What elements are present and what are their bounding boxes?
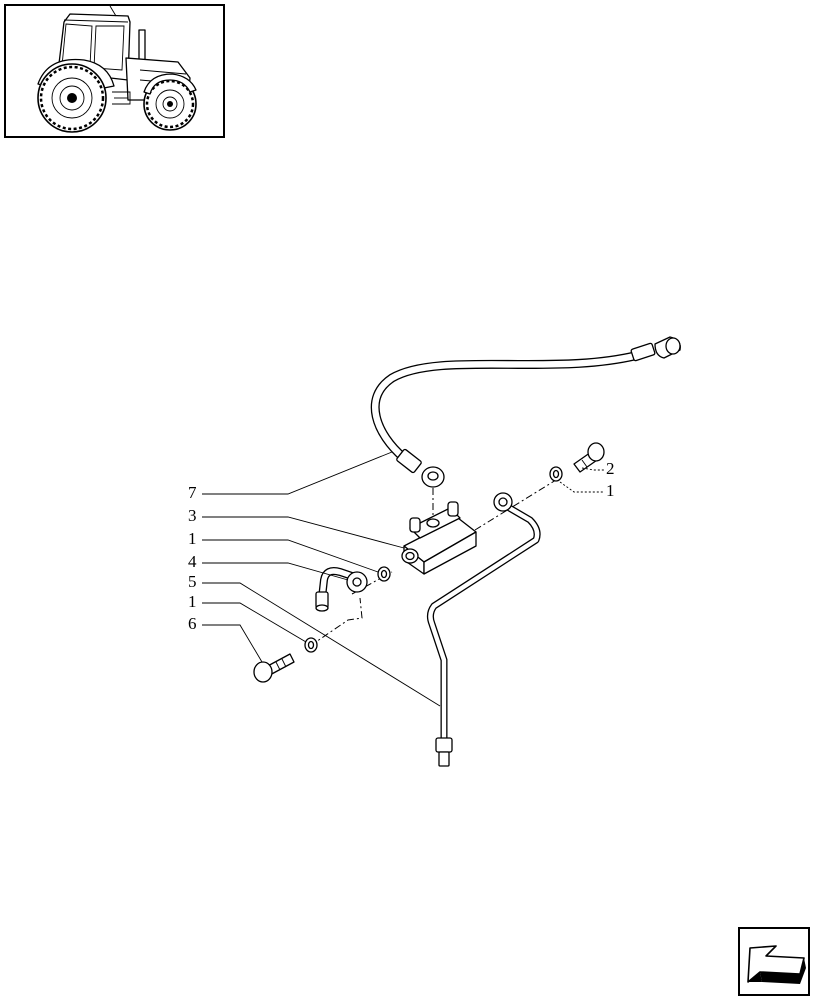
callout-1-bolt: 1 xyxy=(188,592,197,611)
callout-5: 5 xyxy=(188,572,197,591)
part-1-washer-right-inner xyxy=(552,469,560,479)
part-2-banjo-bolt xyxy=(573,442,605,473)
tractor-thumbnail xyxy=(4,4,225,138)
callout-1-right: 1 xyxy=(606,481,615,500)
part-4-pipe-union xyxy=(315,567,368,612)
callout-6: 6 xyxy=(188,614,197,633)
part-3-valve-block xyxy=(401,501,477,575)
callout-2: 2 xyxy=(606,459,615,478)
callout-1-block: 1 xyxy=(188,529,197,548)
part-6-banjo-bolt xyxy=(253,653,295,683)
part-5-rigid-pipe xyxy=(426,492,541,767)
back-arrow-icon xyxy=(747,945,806,984)
leader-lines xyxy=(202,451,604,707)
callout-3: 3 xyxy=(188,506,197,525)
part-1-washer-block-inner xyxy=(380,569,388,579)
previous-page-button[interactable] xyxy=(738,927,810,996)
callout-4: 4 xyxy=(188,552,197,571)
tractor-icon xyxy=(37,5,197,133)
callout-7: 7 xyxy=(188,483,197,502)
part-1-washer-bolt-inner xyxy=(307,640,315,650)
part-7-flexible-hose xyxy=(370,336,681,488)
